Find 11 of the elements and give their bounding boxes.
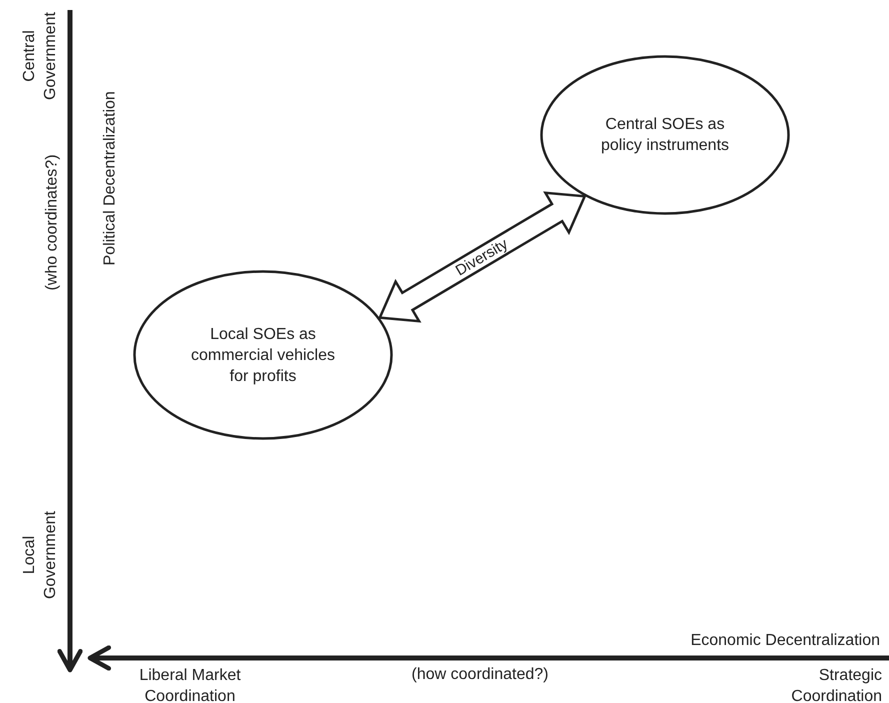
double-arrow — [378, 191, 587, 323]
axis-label: Liberal Market Coordination — [138, 666, 242, 703]
axis-label: (how coordinated?) — [410, 664, 550, 684]
axis-label: Economic Decentralization — [690, 630, 880, 650]
axis-label: Political Decentralization — [100, 90, 120, 265]
node-text: Central SOEs as policy instruments — [600, 115, 730, 156]
axis-label: (who coordinates?) — [42, 152, 62, 292]
axis-label: Local Government — [20, 510, 60, 602]
axis-label: Central Government — [20, 10, 60, 102]
axis-label: Strategic Coordination — [790, 666, 882, 703]
node-text: Local SOEs as commercial vehicles for profits — [190, 324, 336, 386]
